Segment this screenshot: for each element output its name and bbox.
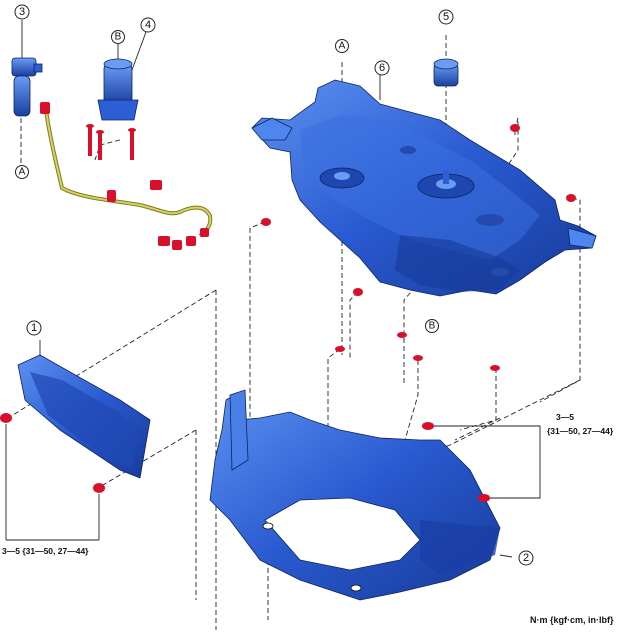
callout-6: 6 [374, 60, 390, 76]
torque-right-line1: 3—5 [556, 412, 574, 422]
callout-1: 1 [26, 320, 42, 336]
tank-protector-part [209, 389, 513, 601]
heat-insulator-part [17, 340, 151, 479]
callout-5: 5 [438, 9, 454, 25]
ref-marker-a-top-left: A [15, 165, 29, 179]
ref-marker-b-tank: B [425, 319, 439, 333]
callout-4: 4 [140, 17, 156, 33]
ref-a-top-left-label: A [19, 167, 26, 178]
callout-5-label: 5 [443, 11, 449, 23]
callout-2: 2 [518, 550, 534, 566]
fuel-cap-part [433, 58, 459, 87]
wiring-harness [44, 109, 213, 238]
ref-b-pump-label: B [115, 32, 122, 43]
ref-b-tank-label: B [429, 321, 436, 332]
sensor-part [11, 20, 43, 117]
callout-1-label: 1 [31, 322, 37, 334]
torque-left-label: 3—5 {31—50, 27—44} [2, 546, 89, 556]
unit-note: N·m {kgf·cm, in·lbf} [530, 615, 614, 625]
callout-3: 3 [14, 4, 30, 20]
callout-4-label: 4 [145, 19, 151, 31]
callout-3-label: 3 [19, 6, 25, 18]
torque-leaders [5, 424, 541, 541]
ref-marker-b-pump: B [111, 30, 125, 44]
fuel-tank-part [251, 70, 597, 297]
pump-part [97, 31, 147, 121]
ref-marker-a-tank: A [335, 39, 349, 53]
ref-a-tank-label: A [339, 41, 346, 52]
callout-2-label: 2 [523, 552, 529, 564]
callout-6-label: 6 [379, 62, 385, 74]
red-fasteners [0, 102, 576, 502]
torque-right-line2: {31—50, 27—44} [547, 426, 614, 436]
